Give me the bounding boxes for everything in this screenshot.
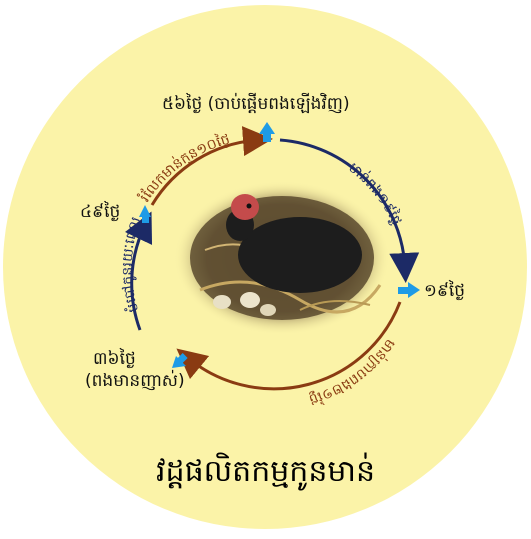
node-label-top: ៥៦ថ្ងៃ (ចាប់ផ្ដើមពងឡើងវិញ) [162,95,350,114]
node-label-bottom-left-1: ៣៦ថ្ងៃ [93,350,136,369]
node-label-right: ១៩ថ្ងៃ [424,282,465,301]
node-label-bottom-left-2: (ពងមានញាស់) [85,372,185,391]
node-label-left: ៤៩ថ្ងៃ [80,203,120,222]
diagram-title: វដ្តផលិតកម្មកូនមាន់ [0,452,531,496]
hen-with-chicks-photo [174,181,390,335]
